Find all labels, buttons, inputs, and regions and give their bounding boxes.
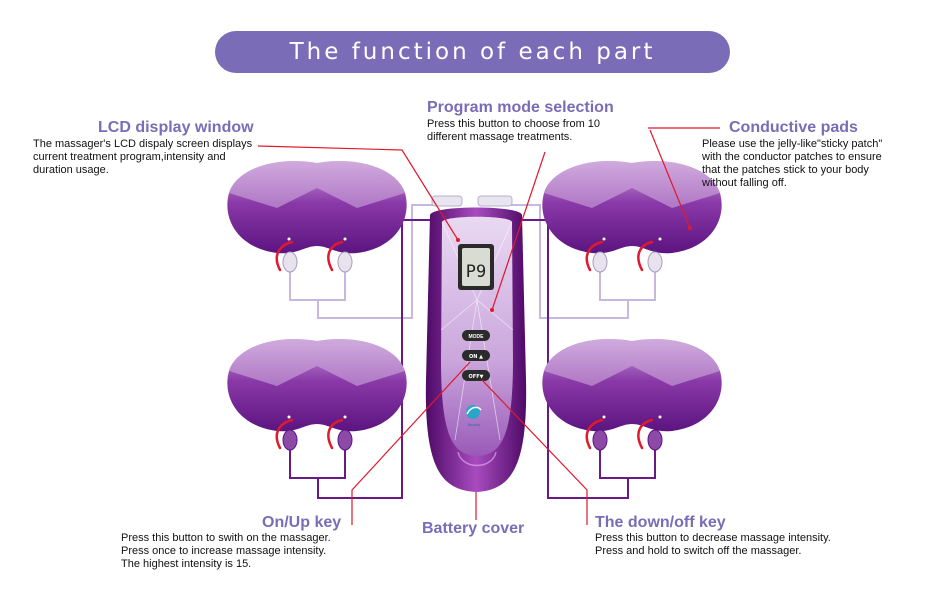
lcd-readout: P9 xyxy=(466,262,486,282)
program-line: different massage treatments. xyxy=(427,131,573,143)
onup-heading: On/Up key xyxy=(262,514,342,531)
onup-line: Press once to increase massage intensity… xyxy=(121,545,327,557)
downoff-heading: The down/off key xyxy=(595,514,726,531)
title-banner: The function of each part xyxy=(215,31,730,73)
lcd-line: current treatment program,intensity and xyxy=(33,151,226,163)
on-up-button[interactable]: ON ▲ xyxy=(469,354,483,360)
downoff-description: Press this button to decrease massage in… xyxy=(595,532,831,558)
pads-line: without falling off. xyxy=(702,177,787,189)
program-heading: Program mode selection xyxy=(427,99,614,116)
pads-line: that the patches stick to your body xyxy=(702,164,869,176)
lcd-description: The massager's LCD dispaly screen displa… xyxy=(33,138,252,177)
pads-line: Please use the jelly-like"sticky patch" xyxy=(702,138,883,150)
off-down-button[interactable]: OFF▼ xyxy=(469,374,484,380)
downoff-line: Press and hold to switch off the massage… xyxy=(595,545,802,557)
downoff-line: Press this button to decrease massage in… xyxy=(595,532,831,544)
massager-device xyxy=(425,207,527,492)
lcd-heading: LCD display window xyxy=(98,119,254,136)
page-title: The function of each part xyxy=(289,39,656,65)
onup-line: The highest intensity is 15. xyxy=(121,558,252,570)
lcd-line: duration usage. xyxy=(33,164,109,176)
program-description: Press this button to choose from 10 diff… xyxy=(427,118,600,144)
lcd-line: The massager's LCD dispaly screen displa… xyxy=(33,138,253,150)
conductive-pad-top-left xyxy=(227,161,407,254)
pads-description: Please use the jelly-like"sticky patch" … xyxy=(702,138,882,190)
mode-button[interactable]: MODE xyxy=(469,334,485,340)
conductive-pad-bottom-right xyxy=(542,339,722,432)
onup-line: Press this button to swith on the massag… xyxy=(121,532,331,544)
onup-description: Press this button to swith on the massag… xyxy=(121,532,331,571)
brand-label: Beauty xyxy=(468,422,480,427)
leader-lines xyxy=(257,127,720,525)
pads-line: with the conductor patches to ensure xyxy=(702,151,882,163)
battery-heading: Battery cover xyxy=(422,520,525,537)
conductive-pad-bottom-left xyxy=(227,339,407,432)
wires xyxy=(289,204,656,319)
conductive-pad-top-right xyxy=(542,161,722,254)
program-line: Press this button to choose from 10 xyxy=(427,118,601,130)
pads-heading: Conductive pads xyxy=(729,119,858,136)
